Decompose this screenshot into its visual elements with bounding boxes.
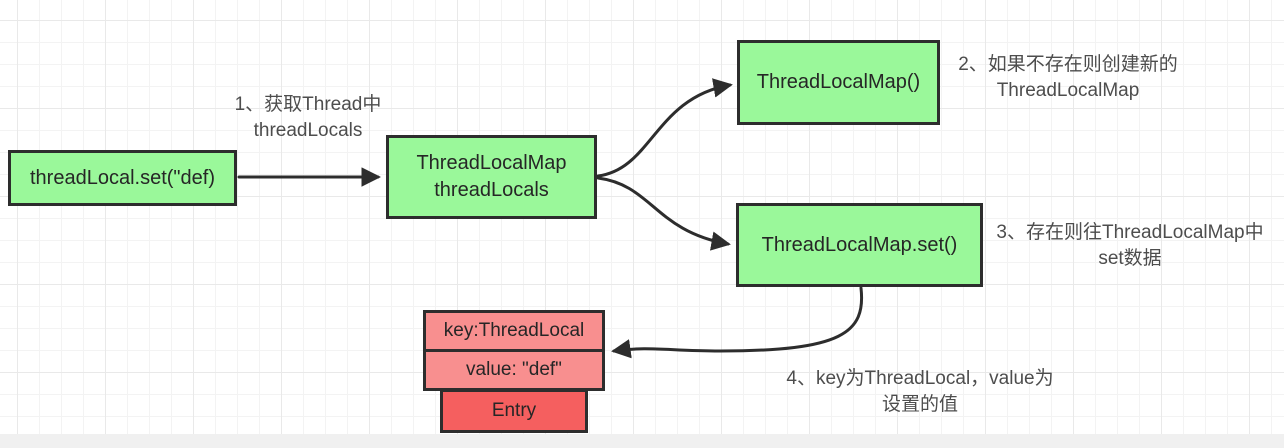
canvas-edge-strip xyxy=(0,434,1284,448)
node-map-label-line1: ThreadLocalMap xyxy=(416,152,567,174)
annotation-step1: 1、获取Thread中 threadLocals xyxy=(218,92,398,144)
node-threadlocal-set-label: threadLocal.set("def) xyxy=(30,166,215,189)
entry-key-cell: key:ThreadLocal xyxy=(426,313,602,352)
node-set-label: ThreadLocalMap.set() xyxy=(761,233,958,256)
arrow-map-to-set xyxy=(596,176,731,251)
node-threadlocalmap-set: ThreadLocalMap.set() xyxy=(736,203,983,287)
annotation-step2: 2、如果不存在则创建新的 ThreadLocalMap xyxy=(948,52,1188,104)
annotation-step4-line1: 4、key为ThreadLocal，value为 xyxy=(786,368,1054,389)
node-threadlocalmap-threadlocals: ThreadLocalMap threadLocals xyxy=(386,135,597,219)
arrow-map-to-ctor xyxy=(596,78,733,178)
annotation-step2-line1: 2、如果不存在则创建新的 xyxy=(958,54,1178,75)
annotation-step3-line1: 3、存在则往ThreadLocalMap中 xyxy=(996,222,1264,243)
node-entry-title: Entry xyxy=(440,389,588,433)
node-threadlocal-set: threadLocal.set("def) xyxy=(8,150,237,206)
node-threadlocalmap-constructor: ThreadLocalMap() xyxy=(737,40,940,125)
annotation-step4: 4、key为ThreadLocal，value为 设置的值 xyxy=(765,366,1075,418)
annotation-step4-line2: 设置的值 xyxy=(881,394,958,415)
annotation-step2-line2: ThreadLocalMap xyxy=(996,80,1140,101)
annotation-step3-line2: set数据 xyxy=(1098,248,1162,269)
arrow-set-to-entry xyxy=(611,286,864,359)
entry-value-cell: value: "def" xyxy=(466,359,562,380)
node-ctor-label: ThreadLocalMap() xyxy=(756,71,921,93)
annotation-step1-line2: threadLocals xyxy=(253,120,363,141)
annotation-step3: 3、存在则往ThreadLocalMap中 set数据 xyxy=(980,220,1280,272)
node-map-label-line2: threadLocals xyxy=(434,179,549,201)
node-entry-keyvalue: key:ThreadLocal value: "def" xyxy=(423,310,605,391)
annotation-step1-line1: 1、获取Thread中 xyxy=(234,94,382,115)
